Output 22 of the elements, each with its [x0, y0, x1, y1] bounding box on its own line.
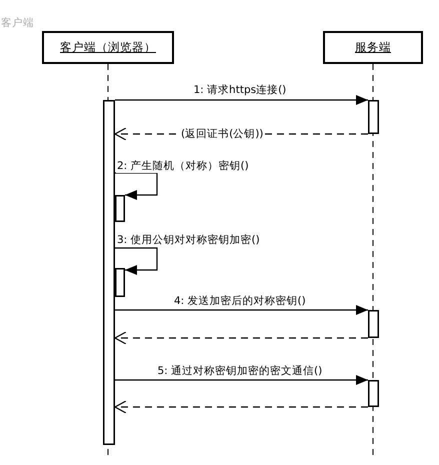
self-message-arrow	[115, 247, 158, 275]
message-label: 2: 产生随机（对称）密钥()	[116, 160, 250, 172]
tab-label: 客户端	[0, 17, 35, 30]
message-arrow	[115, 375, 368, 385]
activation-bar	[115, 195, 125, 222]
message-label: 3: 使用公钥对对称密钥加密()	[116, 234, 261, 246]
activation-bar	[103, 100, 115, 445]
return-arrow	[114, 331, 368, 345]
self-message-arrow	[115, 172, 158, 200]
message-label: 5: 通过对称密钥加密的密文通信()	[156, 364, 324, 378]
message-arrow	[115, 95, 368, 105]
activation-bar	[368, 310, 379, 338]
activation-bar	[368, 380, 379, 407]
activation-bar	[368, 100, 379, 134]
activation-bar	[115, 268, 125, 297]
message-arrow	[115, 305, 368, 315]
message-label: (返回证书(公钥))	[180, 128, 264, 140]
message-label: 1: 请求https连接()	[192, 84, 288, 96]
lifeline-header-box: 服务端	[323, 31, 423, 64]
return-arrow	[114, 400, 368, 414]
lifeline-header-box: 客户端（浏览器）	[42, 31, 174, 64]
message-label: 4: 发送加密后的对称密钥()	[173, 294, 307, 308]
